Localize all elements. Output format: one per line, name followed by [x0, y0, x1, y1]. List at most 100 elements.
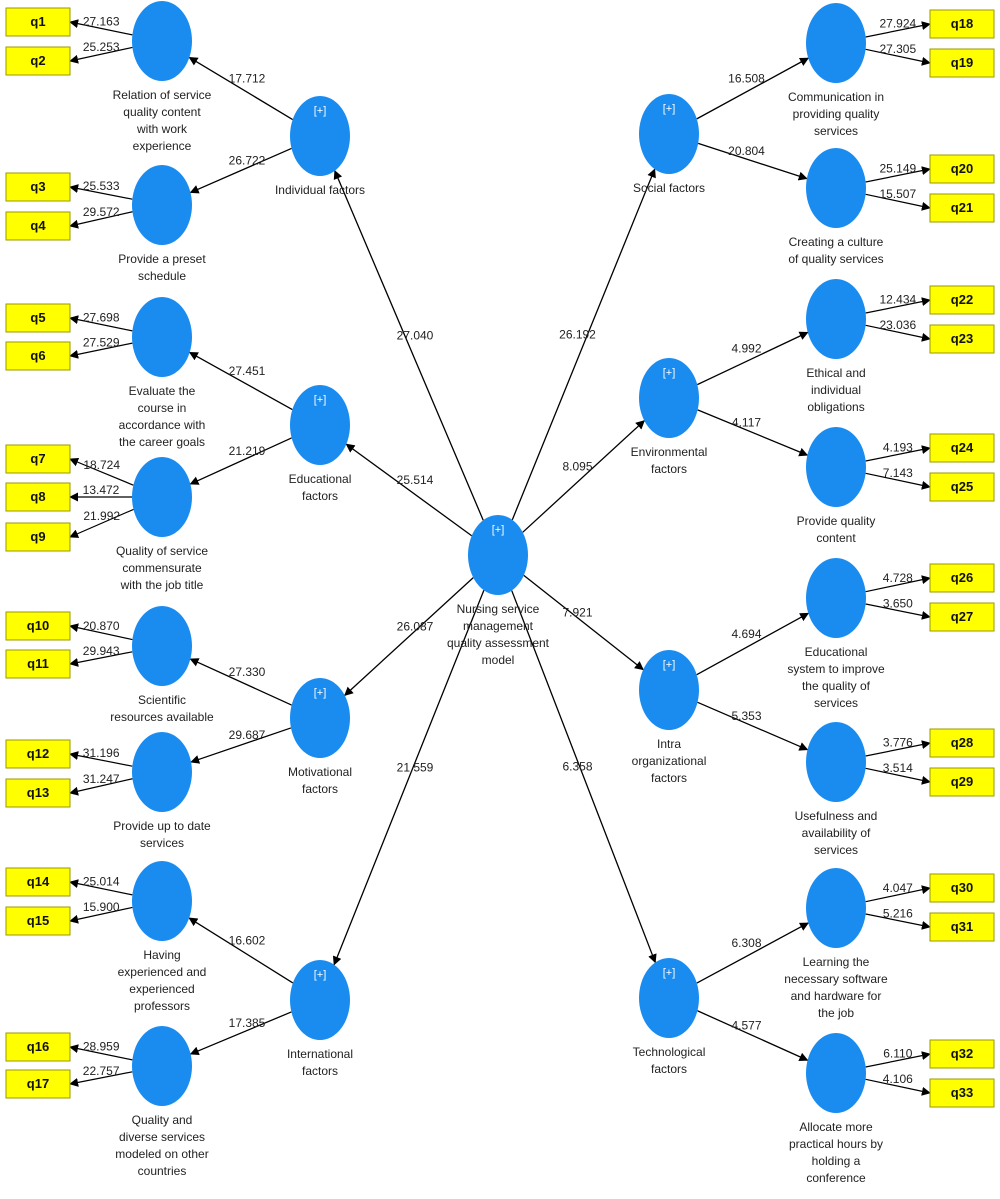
- construct-label-line: Provide a preset: [118, 252, 206, 266]
- indicator-q7[interactable]: q7: [5, 444, 71, 474]
- indicator-q26[interactable]: q26: [929, 563, 995, 593]
- construct-label-line: Provide quality: [797, 514, 876, 528]
- construct-label-line: quality assessment: [447, 636, 550, 650]
- indicator-q6[interactable]: q6: [5, 341, 71, 371]
- expand-icon[interactable]: [+]: [314, 969, 327, 981]
- indicator-box: [929, 9, 995, 39]
- expand-icon[interactable]: [+]: [663, 659, 676, 671]
- indicator-q15[interactable]: q15: [5, 906, 71, 936]
- loading-arrow-d11-to-q22: [865, 297, 931, 314]
- construct-circle: [806, 3, 866, 83]
- construct-label-line: modeled on other: [115, 1147, 208, 1161]
- loading-arrow-d1-to-q2: [69, 46, 133, 64]
- construct-individual[interactable]: [+]Individual factors: [275, 96, 365, 197]
- construct-social[interactable]: [+]Social factors: [633, 94, 705, 195]
- indicator-label: q4: [30, 218, 46, 233]
- indicator-q22[interactable]: q22: [929, 285, 995, 315]
- indicator-q14[interactable]: q14: [5, 867, 71, 897]
- indicator-q33[interactable]: q33: [929, 1078, 995, 1108]
- expand-icon[interactable]: [+]: [663, 367, 676, 379]
- indicator-q19[interactable]: q19: [929, 48, 995, 78]
- path-arrow-international-to-d8: [189, 1011, 292, 1056]
- indicator-box: [5, 649, 71, 679]
- construct-label-line: system to improve: [787, 662, 885, 676]
- indicator-q16[interactable]: q16: [5, 1032, 71, 1062]
- indicator-q28[interactable]: q28: [929, 728, 995, 758]
- construct-label-line: model: [482, 653, 515, 667]
- indicator-label: q16: [27, 1039, 49, 1054]
- expand-icon[interactable]: [+]: [314, 394, 327, 406]
- indicator-q25[interactable]: q25: [929, 472, 995, 502]
- indicator-q31[interactable]: q31: [929, 912, 995, 942]
- path-arrow-central-to-social: [511, 168, 656, 521]
- expand-icon[interactable]: [+]: [314, 687, 327, 699]
- indicator-q29[interactable]: q29: [929, 767, 995, 797]
- loading-arrow-d13-to-q27: [865, 603, 931, 620]
- indicator-q30[interactable]: q30: [929, 873, 995, 903]
- indicator-q17[interactable]: q17: [5, 1069, 71, 1099]
- indicator-box: [929, 912, 995, 942]
- construct-circle: [290, 385, 350, 465]
- expand-icon[interactable]: [+]: [314, 105, 327, 117]
- indicator-box: [929, 1078, 995, 1108]
- indicator-q10[interactable]: q10: [5, 611, 71, 641]
- indicator-q9[interactable]: q9: [5, 522, 71, 552]
- indicator-q8[interactable]: q8: [5, 482, 71, 512]
- indicator-q32[interactable]: q32: [929, 1039, 995, 1069]
- indicator-q4[interactable]: q4: [5, 211, 71, 241]
- path-arrow-central-to-individual: [333, 169, 484, 521]
- construct-label-line: Provide up to date: [113, 819, 211, 833]
- expand-icon[interactable]: [+]: [663, 967, 676, 979]
- indicator-q21[interactable]: q21: [929, 193, 995, 223]
- indicator-q1[interactable]: q1: [5, 7, 71, 37]
- indicator-q24[interactable]: q24: [929, 433, 995, 463]
- outer-loading-q25: 7.143: [883, 466, 913, 480]
- construct-label-line: course in: [138, 401, 187, 415]
- indicator-q2[interactable]: q2: [5, 46, 71, 76]
- construct-label-line: the job: [818, 1006, 854, 1020]
- indicator-q27[interactable]: q27: [929, 602, 995, 632]
- indicator-q12[interactable]: q12: [5, 739, 71, 769]
- indicator-q23[interactable]: q23: [929, 324, 995, 354]
- indicator-q20[interactable]: q20: [929, 154, 995, 184]
- indicator-q3[interactable]: q3: [5, 172, 71, 202]
- construct-label-line: with work: [136, 122, 188, 136]
- indicator-q13[interactable]: q13: [5, 778, 71, 808]
- indicator-q18[interactable]: q18: [929, 9, 995, 39]
- indicator-q11[interactable]: q11: [5, 649, 71, 679]
- path-coefficient-central-to-technological: 6.358: [562, 760, 592, 774]
- loading-arrow-d4-to-q9: [69, 508, 134, 538]
- indicator-label: q14: [27, 874, 50, 889]
- indicator-q5[interactable]: q5: [5, 303, 71, 333]
- expand-icon[interactable]: [+]: [663, 103, 676, 115]
- path-arrow-central-to-international: [332, 590, 485, 966]
- construct-label-line: Having: [143, 948, 180, 962]
- expand-icon[interactable]: [+]: [492, 524, 505, 536]
- loading-arrow-d15-to-q31: [865, 913, 931, 930]
- path-coefficient-educational-to-d4: 21.219: [229, 444, 266, 458]
- loading-arrow-d8-to-q16: [69, 1044, 133, 1061]
